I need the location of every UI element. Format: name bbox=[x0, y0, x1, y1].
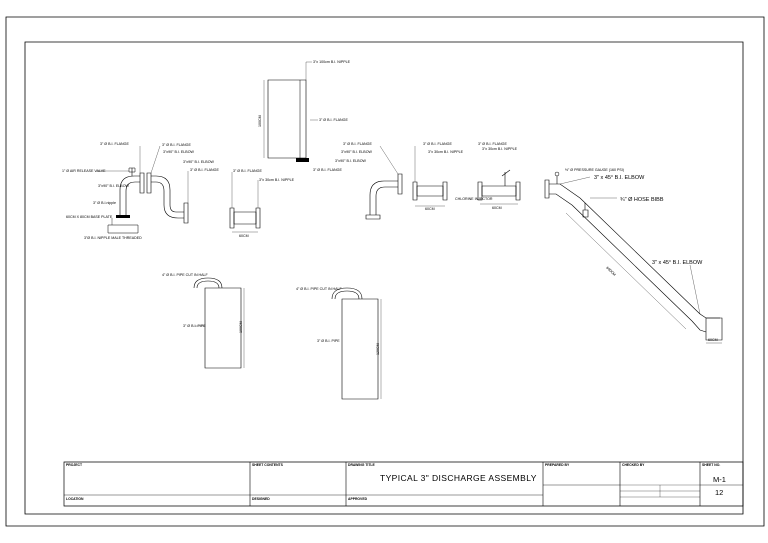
label-flange-mid: 3" Ø B.I. FLANGE bbox=[319, 118, 348, 122]
tb-checked-by: CHECKED BY bbox=[622, 463, 645, 467]
tb-prepared-by: PREPARED BY bbox=[545, 463, 570, 467]
dim-diagonal-end: 60CM bbox=[708, 338, 718, 342]
label-g5-flange: 3" Ø B.I. FLANGE bbox=[478, 142, 507, 146]
label-g1-flange-right: 3" Ø B.I. FLANGE bbox=[162, 143, 191, 147]
title-block: PROJECT SHEET CONTENTS DRAWING TITLE PRE… bbox=[64, 462, 743, 506]
dim-diagonal: 600CM bbox=[605, 266, 616, 277]
label-g3-flange-b: 3" Ø B.I. FLANGE bbox=[313, 168, 342, 172]
sheet-code: M-1 bbox=[713, 475, 726, 484]
tb-sheet-contents: SHEET CONTENTS bbox=[252, 463, 284, 467]
tb-location: LOCATION bbox=[66, 497, 84, 501]
label-pipe-2: 3" Ø B.I. PIPE bbox=[317, 339, 340, 343]
label-g1-flange-r3: 3" Ø B.I. FLANGE bbox=[190, 168, 219, 172]
label-g3-elbow-a: 3"x90° B.I. ELBOW bbox=[341, 150, 372, 154]
dim-vertical-top: 100CM bbox=[258, 115, 262, 127]
tb-designed: DESIGNED bbox=[252, 497, 270, 501]
label-g1-flange-left: 3" Ø B.I. FLANGE bbox=[100, 142, 129, 146]
label-g5-nipple: 3"x 30cm B.I. NIPPLE bbox=[482, 147, 518, 151]
sheet-number: 12 bbox=[715, 488, 723, 497]
label-pipe-cut-2: 4" Ø B.I. PIPE CUT IN HALF bbox=[296, 287, 343, 291]
dim-pipe-1: 100CM bbox=[239, 321, 243, 333]
label-gauge: ½" Ø PRESSURE GAUGE (160 PSI) bbox=[565, 168, 624, 172]
label-pipe-1: 3" Ø B.I. PIPE bbox=[183, 324, 206, 328]
diagonal-discharge-assembly: ½" Ø PRESSURE GAUGE (160 PSI) 3" x 45° B… bbox=[545, 168, 722, 343]
label-nipple-top: 3"x 100cm B.I. NIPPLE bbox=[313, 60, 351, 64]
tb-project: PROJECT bbox=[66, 463, 83, 467]
dim-pipe-2: 120CM bbox=[376, 343, 380, 355]
label-g4-dim: 60CM bbox=[425, 207, 435, 211]
label-elbow45-top: 3" x 45° B.I. ELBOW bbox=[594, 175, 645, 181]
label-g1-elbow-r2: 3"x90° B.I. ELBOW bbox=[183, 160, 214, 164]
elbow-pair-assembly: 3" Ø B.I. FLANGE 3"x90° B.I. ELBOW 3"x90… bbox=[313, 142, 402, 219]
chlorine-injector-assembly: 3" Ø B.I. FLANGE 3"x 30cm B.I. NIPPLE CH… bbox=[455, 142, 520, 210]
standpipe-1-assembly: 4" Ø B.I. PIPE CUT IN HALF 3" Ø B.I. PIP… bbox=[162, 273, 244, 368]
drawing-title: TYPICAL 3" DISCHARGE ASSEMBLY bbox=[380, 473, 537, 483]
label-g5-dim: 60CM bbox=[492, 206, 502, 210]
outer-border bbox=[6, 17, 764, 526]
label-hose-bibb: ¾" Ø HOSE BIBB bbox=[620, 197, 664, 203]
label-g4-nipple: 3"x 30cm B.I. NIPPLE bbox=[428, 150, 464, 154]
tb-drawing-title-hdr: DRAWING TITLE bbox=[348, 463, 375, 467]
label-g3-elbow-b: 3"x90° B.I. ELBOW bbox=[335, 159, 366, 163]
u-bend-assembly: 3" Ø B.I. FLANGE 1" Ø AIR RELEASE VALVE … bbox=[62, 142, 219, 240]
short-nipple-assembly: 3" Ø B.I. FLANGE 3"x 30cm B.I. NIPPLE 60… bbox=[230, 169, 295, 238]
inner-border bbox=[25, 42, 743, 514]
label-g2-dim: 60CM bbox=[239, 234, 249, 238]
standpipe-2-assembly: 4" Ø B.I. PIPE CUT IN HALF 3" Ø B.I. PIP… bbox=[296, 287, 381, 399]
label-g1-elbow-left: 3"x90° B.I. ELBOW bbox=[98, 184, 129, 188]
label-g2-nipple: 3"x 30cm B.I. NIPPLE bbox=[259, 178, 295, 182]
label-g1-base-plate: 60CM X 80CM BASE PLATE bbox=[66, 215, 113, 219]
label-elbow45-bottom: 3" x 45° B.I. ELBOW bbox=[652, 260, 703, 266]
tb-approved: APPROVED bbox=[348, 497, 368, 501]
label-g3-flange-a: 3" Ø B.I. FLANGE bbox=[343, 142, 372, 146]
label-pipe-cut-1: 4" Ø B.I. PIPE CUT IN HALF bbox=[162, 273, 209, 277]
flanged-nipple-assembly: 3" Ø B.I. FLANGE 3"x 30cm B.I. NIPPLE 60… bbox=[413, 142, 464, 211]
tb-sheet-no: SHEET NO. bbox=[702, 463, 720, 467]
label-g2-flange: 3" Ø B.I. FLANGE bbox=[233, 169, 262, 173]
label-g1-nipple-left: 3" Ø B.I.nipple bbox=[93, 201, 116, 205]
label-g5-chlorine: CHLORINE INJECTOR bbox=[455, 197, 493, 201]
top-nipple-assembly: 3"x 100cm B.I. NIPPLE 3" Ø B.I. FLANGE 1… bbox=[258, 60, 351, 162]
label-g1-elbow-r1: 3"x90° B.I. ELBOW bbox=[163, 150, 194, 154]
label-g4-flange: 3" Ø B.I. FLANGE bbox=[423, 142, 452, 146]
label-g1-nipple-threaded: 3"Ø B.I. NIPPLE MALE THREADED bbox=[84, 236, 142, 240]
label-g1-air-release: 1" Ø AIR RELEASE VALVE bbox=[62, 169, 106, 173]
